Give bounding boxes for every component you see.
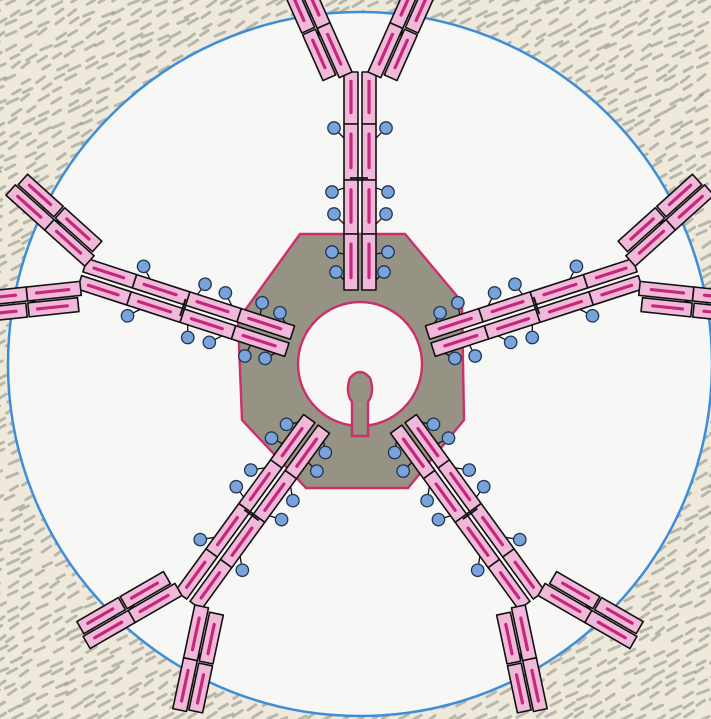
- carbohydrate-group: [380, 122, 392, 134]
- carbohydrate-group: [328, 208, 340, 220]
- carbohydrate-group: [326, 186, 338, 198]
- carbohydrate-group: [382, 186, 394, 198]
- carbohydrate-group: [382, 246, 394, 258]
- carbohydrate-group: [330, 266, 342, 278]
- j-chain-stalk: [348, 372, 372, 436]
- carbohydrate-group: [378, 266, 390, 278]
- carbohydrate-group: [380, 208, 392, 220]
- carbohydrate-group: [328, 122, 340, 134]
- carbohydrate-group: [326, 246, 338, 258]
